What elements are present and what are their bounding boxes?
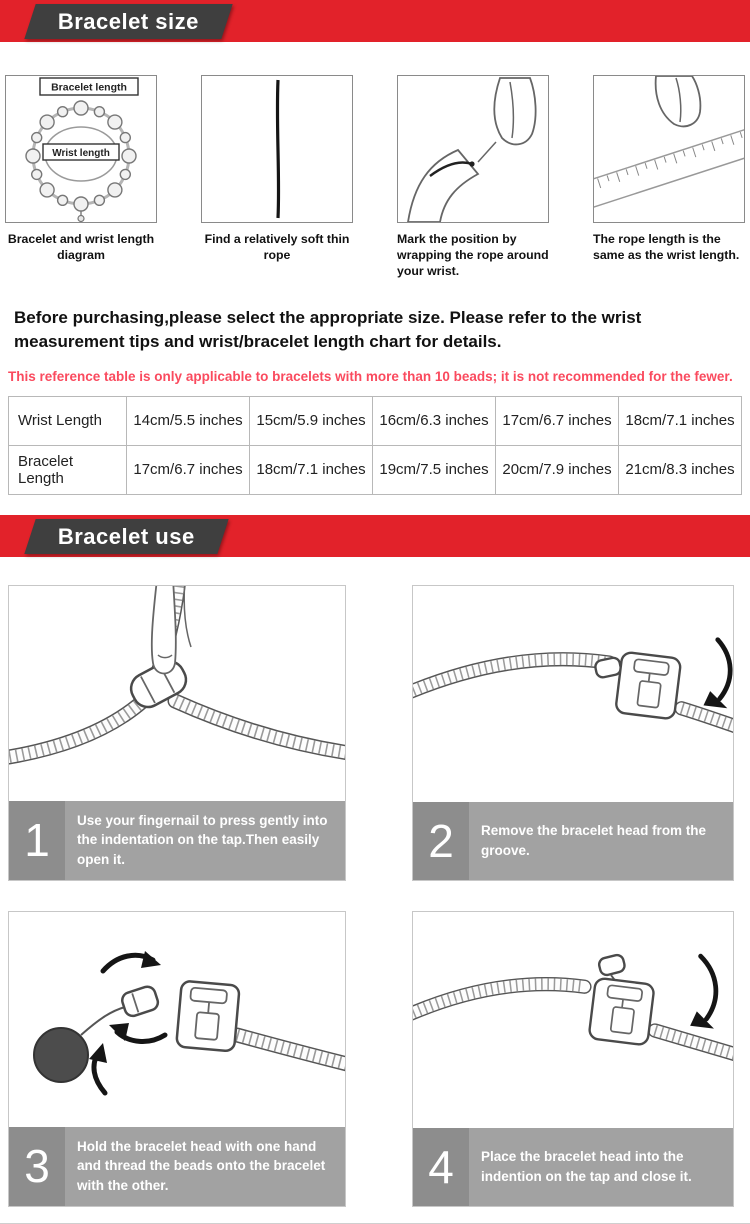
table-cell: 18cm/7.1 inches <box>249 444 373 495</box>
mark-dot <box>469 161 475 167</box>
twist-arrow-top-icon <box>100 950 161 974</box>
thread-arrow-icon <box>89 1042 108 1096</box>
measure-step-1-caption: Bracelet and wrist length diagram <box>7 232 155 262</box>
table-cell: 20cm/7.9 inches <box>495 444 619 495</box>
wrap-wrist-illustration <box>407 77 537 222</box>
ruler-image <box>593 75 745 223</box>
table-cell: 17cm/6.7 inches <box>126 444 250 495</box>
wrap-wrist-image <box>397 75 549 223</box>
bracelet-size-ribbon: Bracelet size <box>24 4 233 39</box>
hand-icon <box>493 77 537 146</box>
clasp-icon <box>615 651 682 720</box>
rope-illustration <box>275 79 281 219</box>
rope-line <box>275 79 281 219</box>
step-4-caption-bar: 4 Place the bracelet head into the inden… <box>413 1127 733 1206</box>
step-text: Hold the bracelet head with one hand and… <box>77 1138 326 1193</box>
use-steps-grid: 1 Use your fingernail to press gently in… <box>0 584 750 1207</box>
step-number: 4 <box>413 1127 469 1206</box>
svg-text:Bracelet length: Bracelet length <box>51 82 127 94</box>
forearm-icon <box>407 148 480 222</box>
thread-beads-illustration <box>33 950 345 1096</box>
clasp-icon <box>588 977 655 1046</box>
size-chart-table: Wrist Length 14cm/5.5 inches 15cm/5.9 in… <box>8 395 742 495</box>
charm-icon <box>77 214 85 222</box>
table-cell: 14cm/5.5 inches <box>126 395 250 446</box>
step-1-caption-bar: 1 Use your fingernail to press gently in… <box>9 800 345 880</box>
table-row-wrist: Wrist Length 14cm/5.5 inches 15cm/5.9 in… <box>8 395 742 446</box>
open-clasp-illustration <box>9 585 345 802</box>
bracelet-wire <box>80 1005 126 1036</box>
rope-image <box>201 75 353 223</box>
bracelet-size-banner: Bracelet size <box>0 0 750 42</box>
bracelet-use-banner: Bracelet use <box>0 514 750 557</box>
measure-step-3-caption: Mark the position by wrapping the rope a… <box>397 232 549 278</box>
bracelet-head-icon <box>597 953 626 976</box>
bracelet-use-title: Bracelet use <box>58 523 195 549</box>
remove-head-illustration <box>413 636 733 802</box>
measure-step-4-caption: The rope length is the same as the wrist… <box>593 232 740 262</box>
step-2-caption-bar: 2 Remove the bracelet head from the groo… <box>413 801 733 880</box>
table-cell: Bracelet Length <box>8 444 127 495</box>
close-clasp-illustration <box>413 953 733 1128</box>
use-step-2-panel: 2 Remove the bracelet head from the groo… <box>412 584 734 881</box>
bracelet-head-icon <box>121 985 160 1017</box>
step-number: 1 <box>9 800 65 880</box>
step-text: Place the bracelet head into the indenti… <box>481 1148 692 1184</box>
sizing-intro-text: Before purchasing,please select the appr… <box>14 307 642 351</box>
rotate-arrow-icon <box>703 636 733 708</box>
ruler-icon <box>594 119 744 214</box>
table-cell: 19cm/7.5 inches <box>372 444 496 495</box>
table-cell: 15cm/5.9 inches <box>249 395 373 446</box>
bead-icons <box>25 100 137 212</box>
clasp-icon <box>129 659 188 708</box>
clasp-icon <box>175 979 241 1052</box>
ruler-illustration <box>594 76 744 214</box>
measure-step-4: The rope length is the same as the wrist… <box>593 75 745 280</box>
finger-icon <box>150 585 192 674</box>
use-step-4-panel: 4 Place the bracelet head into the inden… <box>412 910 734 1207</box>
reference-note-text: This reference table is only applicable … <box>8 368 733 384</box>
measure-step-1: Bracelet length Wrist length Bracelet an… <box>5 75 157 280</box>
table-cell: 21cm/8.3 inches <box>618 444 742 495</box>
bracelet-size-title: Bracelet size <box>58 8 200 34</box>
wrist-length-label: Wrist length <box>42 143 120 161</box>
table-row-bracelet: Bracelet Length 17cm/6.7 inches 18cm/7.1… <box>8 444 742 495</box>
use-step-3-panel: 3 Hold the bracelet head with one hand a… <box>8 910 346 1207</box>
table-cell: Wrist Length <box>8 395 127 446</box>
table-cell: 16cm/6.3 inches <box>372 395 496 446</box>
bracelet-use-ribbon: Bracelet use <box>24 518 229 554</box>
rope-around-wrist <box>429 161 473 177</box>
use-step-1-panel: 1 Use your fingernail to press gently in… <box>8 584 346 881</box>
step-3-caption-bar: 3 Hold the bracelet head with one hand a… <box>9 1126 345 1206</box>
measurement-steps-row: Bracelet length Wrist length Bracelet an… <box>0 75 750 280</box>
bead-icon <box>33 1026 89 1083</box>
measure-step-2: Find a relatively soft thin rope <box>201 75 353 280</box>
step-text: Use your fingernail to press gently into… <box>77 812 328 867</box>
step-number: 2 <box>413 801 469 880</box>
hand-icon <box>654 76 702 128</box>
bracelet-diagram-image: Bracelet length Wrist length <box>5 75 157 223</box>
bracelet-length-label: Bracelet length <box>39 77 139 96</box>
measure-step-2-caption: Find a relatively soft thin rope <box>204 232 350 262</box>
table-cell: 18cm/7.1 inches <box>618 395 742 446</box>
step-number: 3 <box>9 1126 65 1206</box>
twist-arrow-bottom-icon <box>109 1022 168 1044</box>
table-cell: 17cm/6.7 inches <box>495 395 619 446</box>
measure-step-3: Mark the position by wrapping the rope a… <box>397 75 549 280</box>
rotate-arrow-icon <box>690 953 719 1029</box>
svg-text:Wrist length: Wrist length <box>52 148 110 159</box>
step-text: Remove the bracelet head from the groove… <box>481 822 707 858</box>
bracelet-diagram-illustration: Bracelet length Wrist length <box>25 77 139 222</box>
bottom-divider <box>0 1222 750 1224</box>
